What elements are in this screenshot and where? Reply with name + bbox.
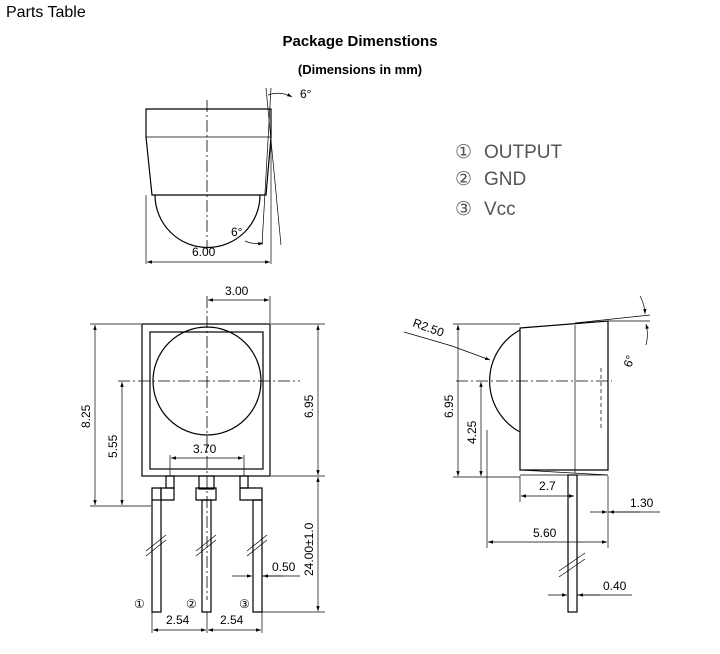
page-heading: Parts Table xyxy=(6,4,86,21)
dim-5-55: 5.55 xyxy=(106,434,120,458)
dim-3-00: 3.00 xyxy=(225,284,249,298)
legend-item-output: ① OUTPUT xyxy=(455,142,563,163)
top-view xyxy=(145,87,293,264)
side-view xyxy=(403,295,660,613)
top-width-label: 6.00 xyxy=(192,245,216,259)
bottom-angle-label: 6° xyxy=(231,225,243,239)
legend-number: ① xyxy=(455,142,472,163)
dim-6-95-front: 6.95 xyxy=(302,394,316,418)
dim-r-2-50: R2.50 xyxy=(411,316,446,340)
legend-item-gnd: ② GND xyxy=(455,169,526,190)
dim-6-degree-side: 6° xyxy=(621,353,638,369)
dim-2-7: 2.7 xyxy=(539,479,556,493)
front-view xyxy=(90,296,325,633)
dim-24-00: 24.00±1.0 xyxy=(302,522,316,576)
dim-pitch-left: 2.54 xyxy=(166,613,190,627)
top-angle-label: 6° xyxy=(300,87,312,101)
legend-number: ② xyxy=(455,169,472,190)
dim-8-25: 8.25 xyxy=(79,404,93,428)
pin-legend: ① OUTPUT ② GND ③ Vcc xyxy=(455,142,563,220)
dim-pitch-right: 2.54 xyxy=(220,613,244,627)
pin-label-1: ① xyxy=(134,597,145,611)
legend-label: Vcc xyxy=(484,199,516,220)
legend-number: ③ xyxy=(455,199,472,220)
dim-1-30: 1.30 xyxy=(630,496,654,510)
legend-label: OUTPUT xyxy=(484,142,563,163)
dim-6-95-side: 6.95 xyxy=(442,394,456,418)
drawing-subtitle: (Dimensions in mm) xyxy=(297,62,423,77)
legend-item-vcc: ③ Vcc xyxy=(455,199,516,220)
pin-label-2: ② xyxy=(186,597,197,611)
dim-4-25: 4.25 xyxy=(465,420,479,444)
dim-0-40: 0.40 xyxy=(603,579,627,593)
dim-0-50: 0.50 xyxy=(272,560,296,574)
dim-5-60: 5.60 xyxy=(533,526,557,540)
legend-label: GND xyxy=(484,169,526,190)
dim-3-70: 3.70 xyxy=(193,442,217,456)
drawing-title: Package Dimenstions xyxy=(282,33,438,50)
pin-label-3: ③ xyxy=(239,597,250,611)
